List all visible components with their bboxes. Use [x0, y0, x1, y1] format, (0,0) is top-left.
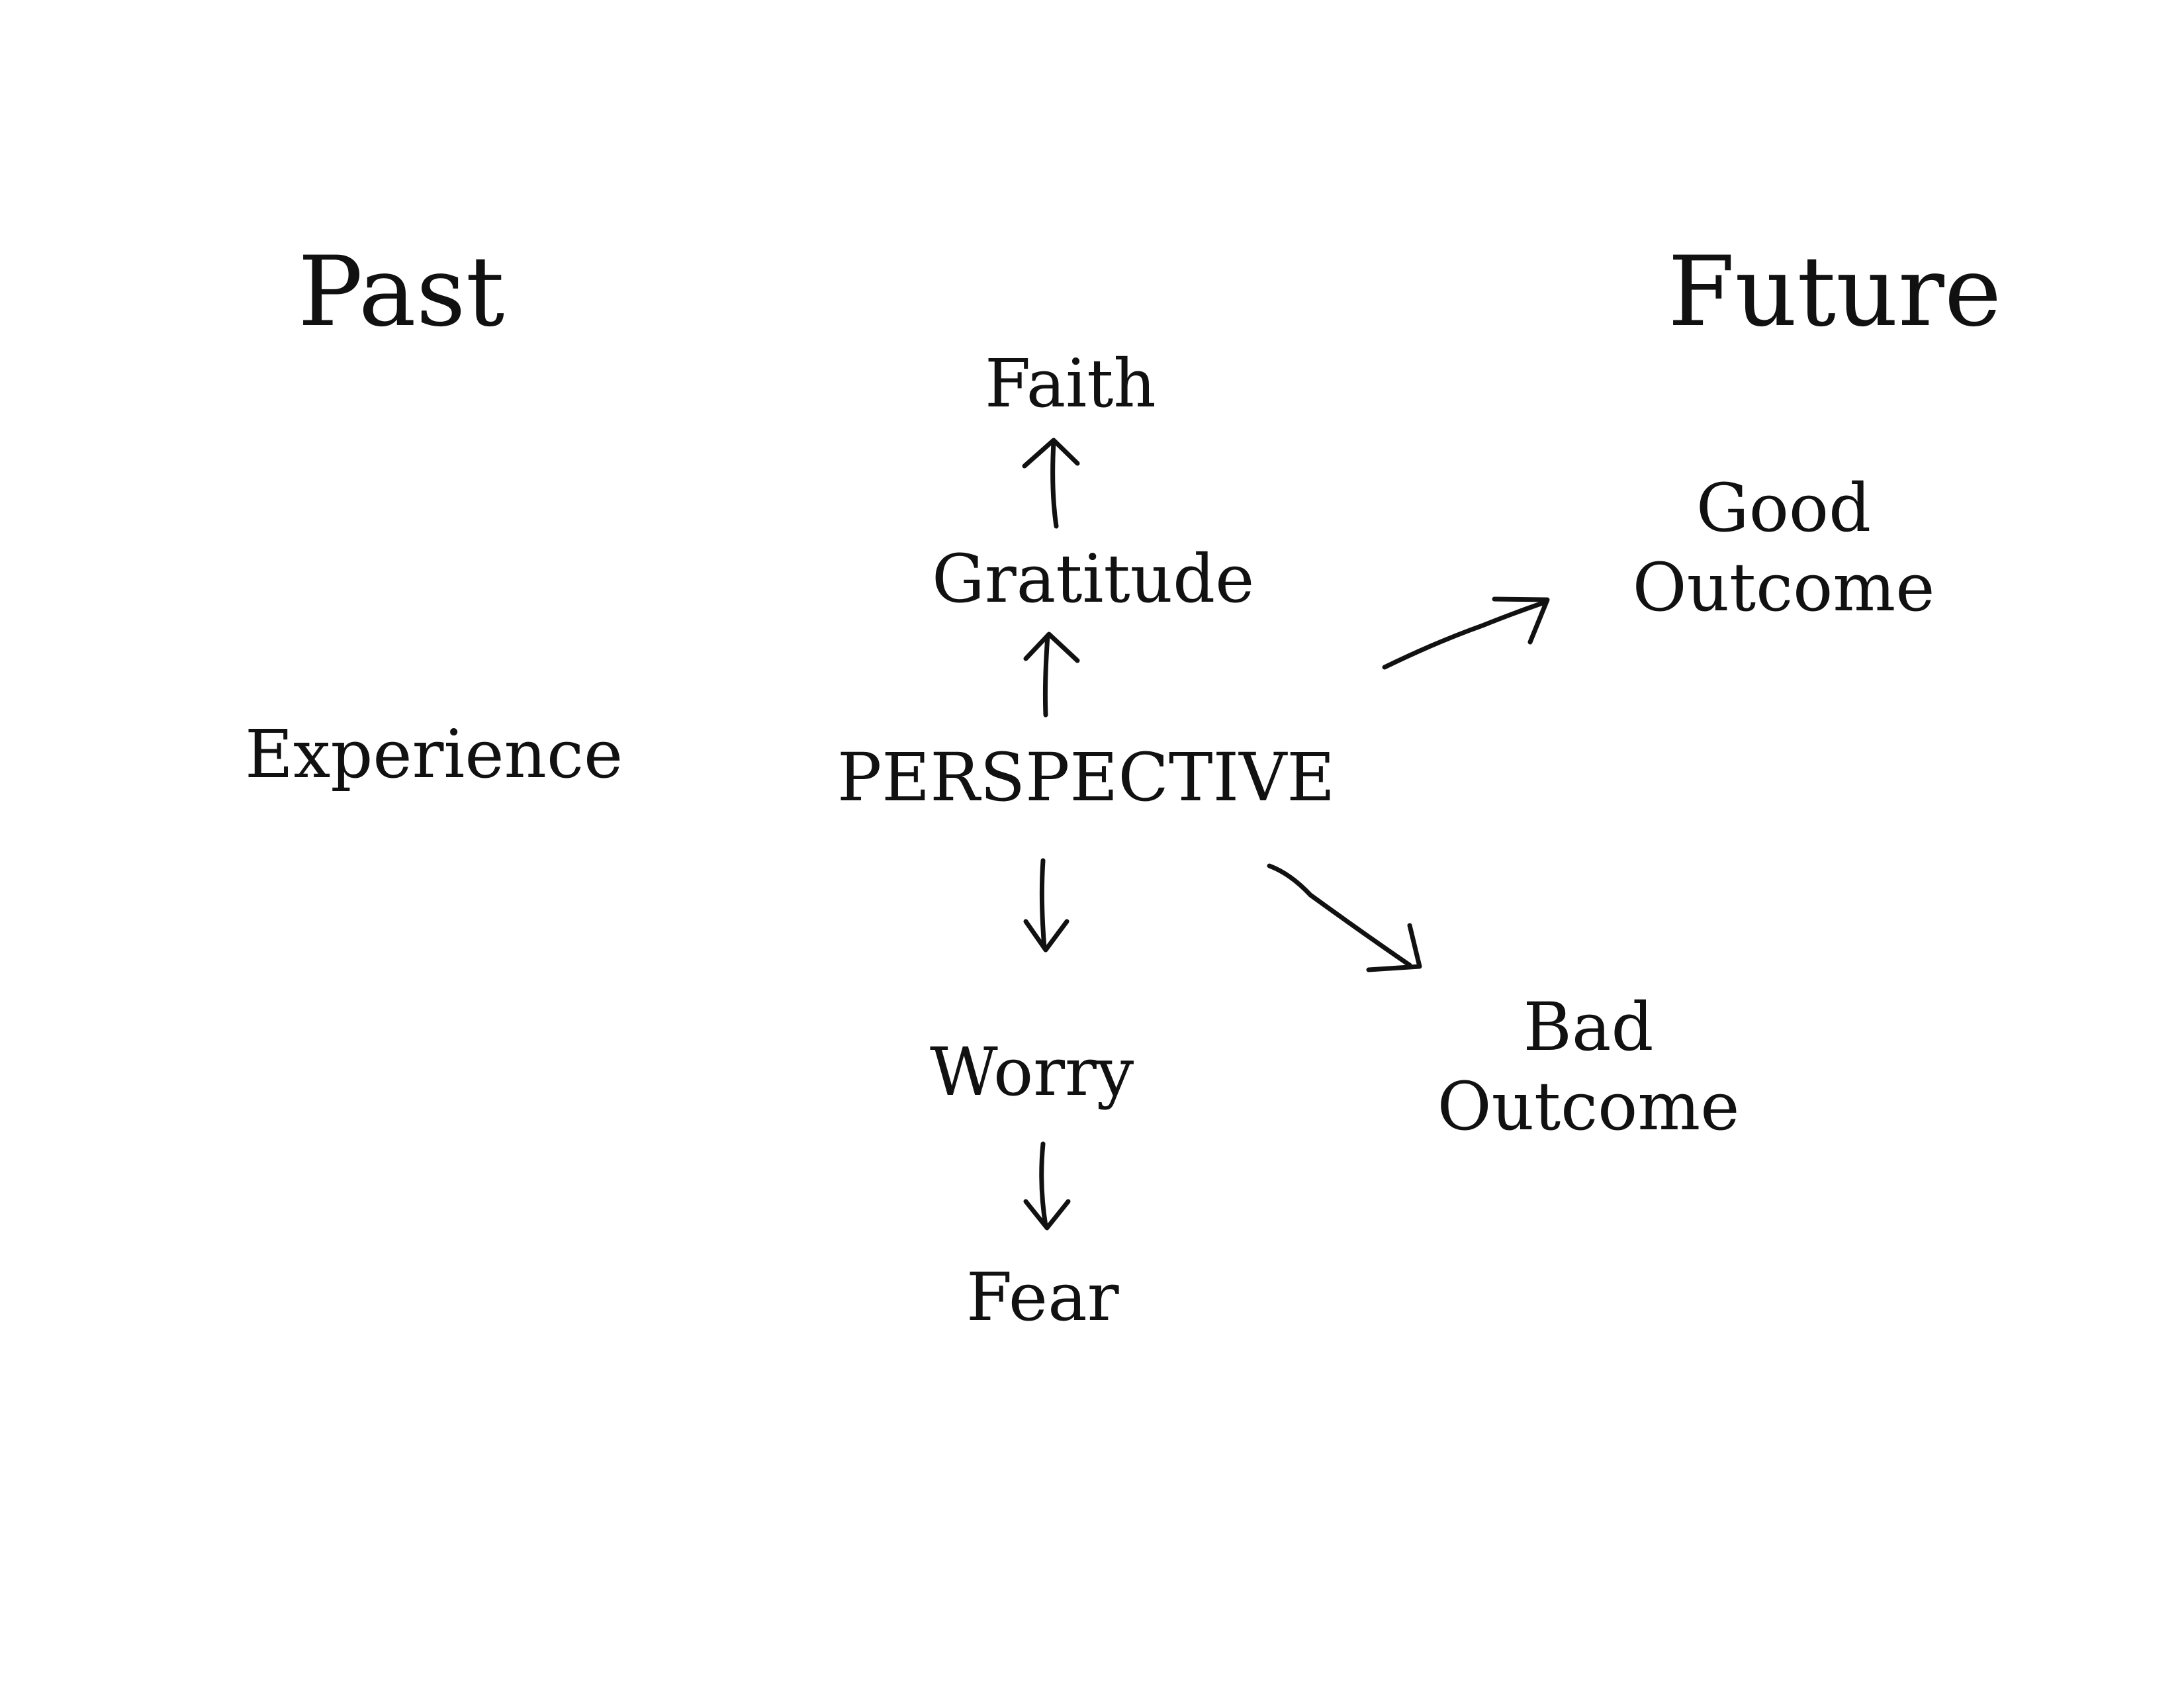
- node-faith: Faith: [985, 345, 1156, 422]
- past-heading: Past: [298, 236, 505, 348]
- node-bad-outcome: Bad Outcome: [1430, 994, 1747, 1140]
- node-gratitude: Gratitude: [932, 540, 1255, 618]
- future-heading: Future: [1668, 236, 2002, 348]
- node-perspective: PERSPECTIVE: [837, 739, 1336, 816]
- node-fear: Fear: [966, 1258, 1119, 1336]
- bad-outcome-line-2: Outcome: [1437, 1068, 1740, 1145]
- arrow-worry-to-fear: [1023, 1141, 1071, 1231]
- arrow-perspective-to-good-outcome: [1382, 596, 1550, 670]
- good-outcome-line-2: Outcome: [1632, 549, 1935, 626]
- bad-outcome-line-1: Bad: [1523, 988, 1654, 1066]
- arrow-perspective-to-gratitude: [1023, 632, 1080, 718]
- arrow-perspective-to-bad-outcome: [1267, 863, 1422, 972]
- node-worry: Worry: [930, 1033, 1134, 1111]
- good-outcome-line-1: Good: [1696, 469, 1872, 547]
- arrow-gratitude-to-faith: [1022, 438, 1080, 529]
- arrow-perspective-to-worry: [1023, 858, 1069, 953]
- node-good-outcome: Good Outcome: [1625, 475, 1942, 621]
- node-experience: Experience: [245, 716, 623, 793]
